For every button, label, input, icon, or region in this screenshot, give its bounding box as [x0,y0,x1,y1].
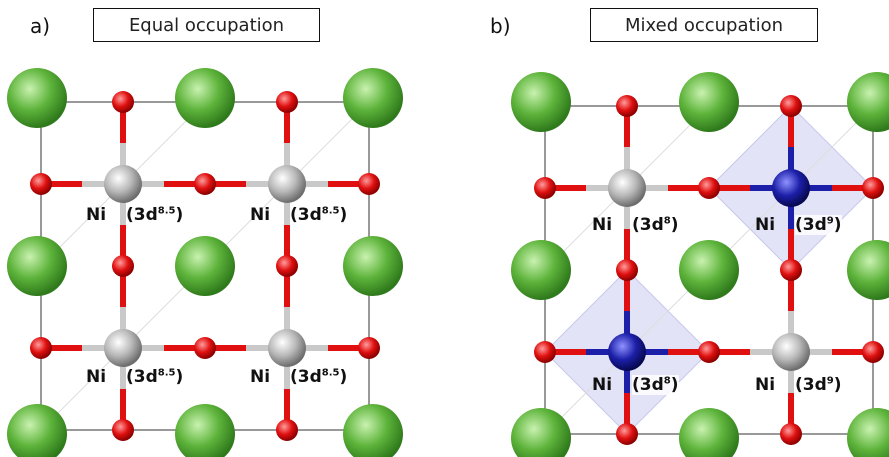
ni-label-b-2: Ni(3d9) [755,215,842,235]
nickel-atom [772,333,810,371]
panel-b-title: Mixed occupation [590,8,818,42]
oxygen-atom [30,173,52,195]
oxygen-atom [616,423,638,445]
oxygen-atom [698,177,720,199]
nickel-atom [608,333,646,371]
chlorine-atom [847,72,889,132]
ni-label-b-3: Ni(3d8) [592,375,679,395]
chlorine-atom [343,404,403,457]
oxygen-atom [194,173,216,195]
ni-label-a-3: Ni(3d8.5) [86,367,184,387]
oxygen-atom [112,419,134,441]
chlorine-atom [679,408,739,457]
chlorine-atom [847,408,889,457]
nickel-atom [104,165,142,203]
panel-b-letter: b) [490,14,511,38]
chlorine-atom [343,236,403,296]
oxygen-atom [112,91,134,113]
panel-a-letter: a) [30,14,51,38]
chlorine-atom [511,408,571,457]
nickel-atom [268,165,306,203]
oxygen-atom [698,341,720,363]
chlorine-atom [175,68,235,128]
oxygen-atom [194,337,216,359]
chlorine-atom [175,404,235,457]
nickel-atom [772,169,810,207]
oxygen-atom [862,341,884,363]
chlorine-atom [511,72,571,132]
chlorine-atom [343,68,403,128]
chlorine-atom [175,236,235,296]
oxygen-atom [112,255,134,277]
oxygen-atom [780,423,802,445]
chlorine-atom [7,68,67,128]
ni-label-a-4: Ni(3d8.5) [250,367,348,387]
oxygen-atom [358,173,380,195]
chlorine-atom [511,240,571,300]
nickel-atom [608,169,646,207]
oxygen-atom [276,91,298,113]
chlorine-atom [7,404,67,457]
ni-label-a-2: Ni(3d8.5) [250,205,348,225]
oxygen-atom [534,341,556,363]
nickel-atom [268,329,306,367]
nickel-atom [104,329,142,367]
chlorine-atom [679,72,739,132]
chlorine-atom [7,236,67,296]
oxygen-atom [780,95,802,117]
chlorine-atom [679,240,739,300]
ni-label-b-1: Ni(3d8) [592,215,679,235]
ni-label-a-1: Ni(3d8.5) [86,205,184,225]
chlorine-atom [847,240,889,300]
panel-a-title: Equal occupation [93,8,320,42]
oxygen-atom [616,259,638,281]
oxygen-atom [534,177,556,199]
oxygen-atom [780,259,802,281]
oxygen-atom [276,255,298,277]
oxygen-atom [862,177,884,199]
oxygen-atom [276,419,298,441]
ni-label-b-4: Ni(3d9) [755,375,842,395]
oxygen-atom [616,95,638,117]
oxygen-atom [358,337,380,359]
oxygen-atom [30,337,52,359]
